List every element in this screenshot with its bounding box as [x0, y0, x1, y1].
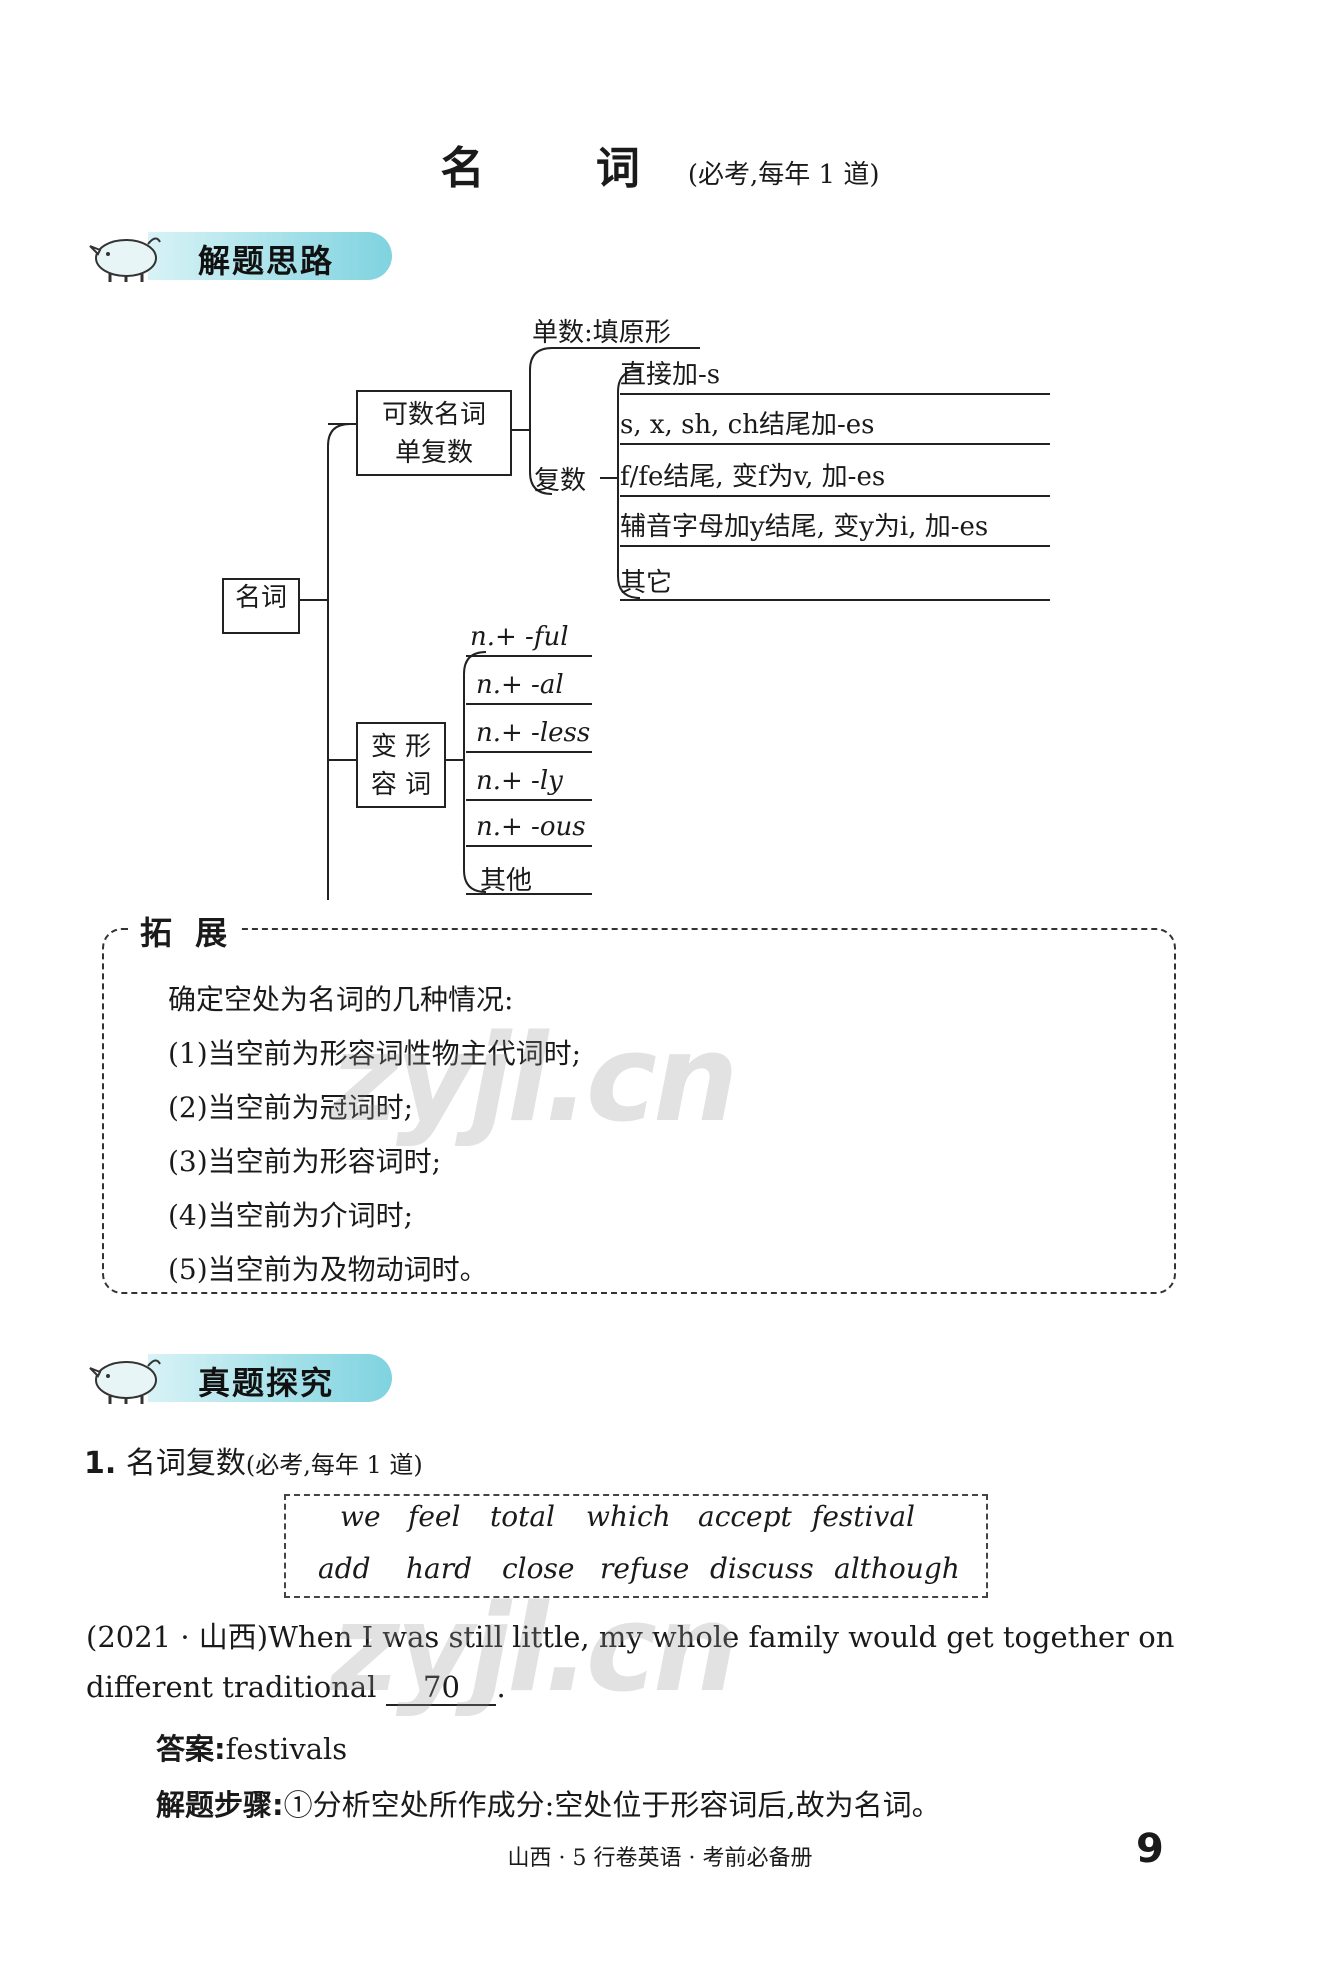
word-bank-item: although [834, 1552, 960, 1585]
plural-rule: 其它 [620, 568, 673, 598]
answer-blank: 70 [386, 1670, 497, 1706]
adj-rule: n.+ -less [476, 718, 591, 748]
tree-plural: 复数 [534, 466, 587, 496]
banner-real-questions: 真题探究 [86, 1346, 392, 1406]
expansion-heading: 拓 展 [132, 908, 242, 954]
steps-text: ①分析空处所作成分:空处位于形容词后,故为名词。 [283, 1788, 941, 1822]
adj-rule: n.+ -al [476, 670, 564, 700]
steps-label: 解题步骤: [156, 1788, 284, 1822]
adj-rule: 其他 [480, 866, 533, 896]
page-number: 9 [1136, 1826, 1164, 1872]
expansion-box [102, 928, 1176, 1294]
banner-solving-ideas: 解题思路 [86, 224, 392, 284]
adj-rule: n.+ -ly [476, 766, 563, 796]
adj-rule: n.+ -ful [470, 622, 569, 652]
word-bank-item: total [490, 1500, 556, 1533]
word-bank-item: close [502, 1552, 575, 1585]
word-bank-item: feel [408, 1500, 461, 1533]
rhino-mascot-icon [89, 1359, 161, 1404]
tree-root-noun: 名词 [222, 578, 300, 634]
word-bank-item: accept [698, 1500, 792, 1533]
word-bank-item: festival [812, 1500, 915, 1533]
word-bank-item: discuss [710, 1552, 814, 1585]
answer-text: festivals [225, 1732, 348, 1766]
plural-rule: 直接加-s [620, 360, 721, 390]
title-main: 名 词 [440, 143, 688, 194]
expansion-item: (3)当空前为形容词时; [168, 1145, 442, 1178]
word-bank-item: refuse [600, 1552, 690, 1585]
word-bank-item: which [586, 1500, 671, 1533]
banner-text: 解题思路 [198, 242, 335, 280]
steps-line: 解题步骤:①分析空处所作成分:空处位于形容词后,故为名词。 [156, 1782, 941, 1824]
page-footer: 山西 · 5 行卷英语 · 考前必备册 [507, 1846, 813, 1871]
question-sentence-line1: (2021 · 山西)When I was still little, my w… [86, 1620, 1175, 1654]
expansion-intro: 确定空处为名词的几种情况: [168, 983, 514, 1016]
plural-rule: s, x, sh, ch结尾加-es [620, 410, 875, 440]
tree-countable-noun: 可数名词 单复数 [356, 390, 512, 476]
question-source: (2021 · 山西) [86, 1620, 269, 1654]
question-heading: 1. 名词复数(必考,每年 1 道) [84, 1438, 423, 1482]
plural-rule: f/fe结尾, 变f为v, 加-es [620, 462, 886, 492]
tree-singular: 单数:填原形 [532, 318, 671, 348]
expansion-item: (5)当空前为及物动词时。 [168, 1253, 488, 1286]
word-bank-item: add [318, 1552, 371, 1585]
word-bank [284, 1494, 988, 1598]
word-bank-item: hard [406, 1552, 473, 1585]
expansion-item: (1)当空前为形容词性物主代词时; [168, 1037, 582, 1070]
tree-adjective: 变 形 容 词 [356, 722, 446, 808]
question-number: 1. [84, 1446, 117, 1481]
rhino-mascot-icon [89, 237, 161, 282]
expansion-item: (2)当空前为冠词时; [168, 1091, 414, 1124]
word-bank-item: we [340, 1500, 381, 1533]
expansion-item: (4)当空前为介词时; [168, 1199, 414, 1232]
question-topic: 名词复数 [125, 1446, 246, 1481]
noun-tree-lines [298, 347, 1050, 900]
answer-line: 答案:festivals [156, 1726, 347, 1768]
plural-rule: 辅音字母加y结尾, 变y为i, 加-es [620, 512, 989, 542]
page-title: 名 词(必考,每年 1 道) [0, 132, 1320, 196]
title-sub: (必考,每年 1 道) [687, 160, 880, 190]
banner-text: 真题探究 [198, 1364, 335, 1402]
answer-label: 答案: [156, 1732, 226, 1766]
question-note: (必考,每年 1 道) [245, 1451, 423, 1479]
adj-rule: n.+ -ous [476, 812, 586, 842]
